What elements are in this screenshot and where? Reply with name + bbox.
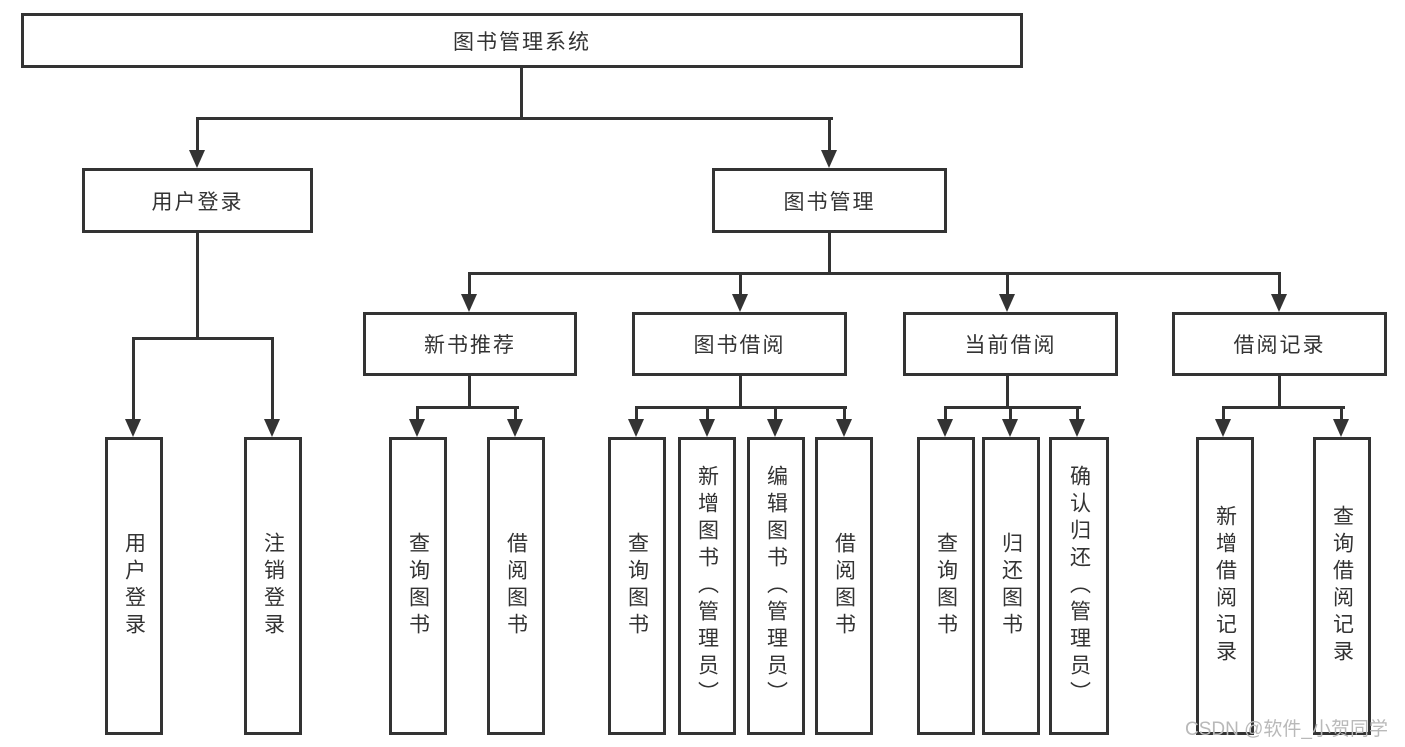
arrow-down-icon xyxy=(264,419,280,437)
node-label: 图书管理 xyxy=(783,190,876,214)
connector-line xyxy=(635,406,638,421)
arrow-down-icon xyxy=(732,294,748,312)
connector-line xyxy=(514,406,517,421)
connector-line xyxy=(271,337,274,420)
node-book-management: 图书管理 xyxy=(712,168,947,233)
arrow-down-icon xyxy=(1002,419,1018,437)
leaf-query-books-borrowing: 查询图书 xyxy=(608,437,666,735)
node-label: 当前借阅 xyxy=(964,334,1057,357)
arrow-down-icon xyxy=(999,294,1015,312)
node-label: 编辑图书（管理员） xyxy=(764,464,788,708)
node-label: 借阅图书 xyxy=(832,532,856,640)
connector-line xyxy=(828,233,831,275)
leaf-query-books-recommend: 查询图书 xyxy=(389,437,447,735)
arrow-down-icon xyxy=(1271,294,1287,312)
connector-line xyxy=(706,406,709,421)
leaf-add-books-admin: 新增图书（管理员） xyxy=(678,437,736,735)
connector-line xyxy=(468,272,1281,275)
node-new-book-recommendation: 新书推荐 xyxy=(363,312,577,376)
connector-line xyxy=(1340,406,1343,421)
leaf-edit-books-admin: 编辑图书（管理员） xyxy=(747,437,805,735)
node-label: 用户登录 xyxy=(122,532,146,640)
arrow-down-icon xyxy=(628,419,644,437)
arrow-down-icon xyxy=(507,419,523,437)
arrow-down-icon xyxy=(836,419,852,437)
node-label: 用户登录 xyxy=(151,190,244,214)
connector-line xyxy=(132,337,274,340)
connector-line xyxy=(843,406,846,421)
node-label: 确认归还（管理员） xyxy=(1067,464,1091,708)
connector-line xyxy=(739,376,742,409)
node-label: 新增图书（管理员） xyxy=(695,464,719,708)
connector-line xyxy=(1278,272,1281,296)
arrow-down-icon xyxy=(699,419,715,437)
connector-line xyxy=(1222,406,1225,421)
arrow-down-icon xyxy=(461,294,477,312)
node-label: 归还图书 xyxy=(999,532,1023,640)
connector-line xyxy=(196,117,833,120)
connector-line xyxy=(1006,376,1009,409)
connector-line xyxy=(944,406,947,421)
arrow-down-icon xyxy=(125,419,141,437)
node-label: 注销登录 xyxy=(261,532,285,640)
node-label: 查询借阅记录 xyxy=(1330,505,1354,667)
leaf-query-borrow-record: 查询借阅记录 xyxy=(1313,437,1371,735)
node-label: 新书推荐 xyxy=(424,334,516,357)
leaf-add-borrow-record: 新增借阅记录 xyxy=(1196,437,1254,735)
leaf-confirm-return-admin: 确认归还（管理员） xyxy=(1049,437,1109,735)
arrow-down-icon xyxy=(767,419,783,437)
connector-line xyxy=(1009,406,1012,421)
node-label: 借阅图书 xyxy=(504,532,528,640)
node-current-borrowing: 当前借阅 xyxy=(903,312,1118,376)
node-book-borrowing: 图书借阅 xyxy=(632,312,847,376)
arrow-down-icon xyxy=(937,419,953,437)
connector-line xyxy=(828,117,831,152)
connector-line xyxy=(520,68,523,118)
connector-line xyxy=(774,406,777,421)
leaf-return-books: 归还图书 xyxy=(982,437,1040,735)
connector-line xyxy=(468,272,471,296)
arrow-down-icon xyxy=(409,419,425,437)
node-label: 查询图书 xyxy=(625,532,649,640)
node-label: 图书管理系统 xyxy=(453,30,591,54)
connector-line xyxy=(1076,406,1079,421)
leaf-logout: 注销登录 xyxy=(244,437,302,735)
connector-line xyxy=(1278,376,1281,409)
leaf-borrow-books-recommend: 借阅图书 xyxy=(487,437,545,735)
connector-line xyxy=(196,117,199,152)
node-user-login: 用户登录 xyxy=(82,168,313,233)
connector-line xyxy=(1006,272,1009,296)
connector-line xyxy=(944,406,1081,409)
node-label: 查询图书 xyxy=(406,532,430,640)
arrow-down-icon xyxy=(1215,419,1231,437)
connector-line xyxy=(132,337,135,420)
connector-line xyxy=(416,406,419,421)
node-library-management-system: 图书管理系统 xyxy=(21,13,1023,68)
node-label: 图书借阅 xyxy=(693,334,786,357)
leaf-query-books-current: 查询图书 xyxy=(917,437,975,735)
node-label: 借阅记录 xyxy=(1233,334,1326,357)
watermark-text: CSDN @软件_小贺同学 xyxy=(1185,719,1388,740)
leaf-borrow-books-borrowing: 借阅图书 xyxy=(815,437,873,735)
arrow-down-icon xyxy=(1333,419,1349,437)
connector-line xyxy=(739,272,742,296)
node-label: 新增借阅记录 xyxy=(1213,505,1237,667)
node-borrowing-records: 借阅记录 xyxy=(1172,312,1387,376)
connector-line xyxy=(196,233,199,337)
leaf-user-login: 用户登录 xyxy=(105,437,163,735)
arrow-down-icon xyxy=(189,150,205,168)
connector-line xyxy=(416,406,519,409)
connector-line xyxy=(1222,406,1345,409)
arrow-down-icon xyxy=(821,150,837,168)
connector-line xyxy=(635,406,847,409)
connector-line xyxy=(468,375,471,409)
arrow-down-icon xyxy=(1069,419,1085,437)
node-label: 查询图书 xyxy=(934,532,958,640)
